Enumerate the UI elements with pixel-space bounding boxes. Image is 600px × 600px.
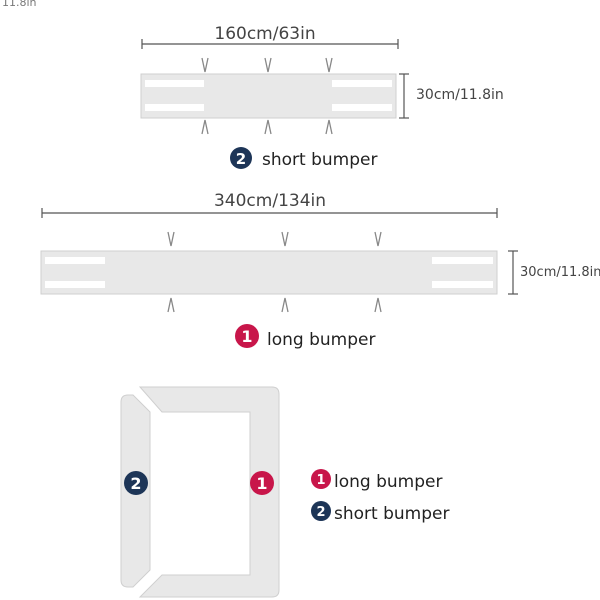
long-bumper-strip [432,281,493,288]
short-bumper-drawing: 160cm/63in 30cm/11.8in [140,24,504,135]
long-bumper-bottom-ties [167,297,382,313]
legend-short-badge-number: 2 [316,505,325,520]
short-bumper-height-label: 30cm/11.8in [416,87,504,103]
long-bumper-drawing: 340cm/134in 30cm/11.8in [40,191,600,313]
long-bumper-width-label: 340cm/134in [214,191,326,211]
long-bumper-strip [45,281,105,288]
short-bumper-width-dimension: 160cm/63in [141,24,399,49]
legend-short-label: short bumper [334,504,449,524]
legend-long-badge-number: 1 [316,473,325,488]
short-bumper-badge [230,147,252,169]
short-bumper-strip [332,104,392,111]
long-bumper-height-label: 30cm/11.8in [520,265,600,280]
short-bumper-strip [332,80,392,87]
legend-short-badge [311,501,331,521]
legend-long-badge [311,469,331,489]
short-bumper-top-ties [201,57,333,73]
long-bumper-strip [45,257,105,264]
short-bumper-caption: 2 short bumper [230,147,377,170]
long-bumper-caption: 1 long bumper [235,324,375,350]
layout-long-bumper-badge-number: 1 [256,474,267,493]
long-bumper-pad [40,250,498,295]
layout-short-bumper-badge-number: 2 [130,474,141,493]
bed-layout-diagram: 2 1 [120,386,280,598]
short-bumper-height-dimension: 30cm/11.8in [399,73,504,119]
corner-text-fragment: 11.8in [2,0,37,9]
long-bumper-top-ties [167,231,382,247]
short-bumper-width-label: 160cm/63in [214,24,315,44]
layout-long-bumper [138,386,280,598]
long-bumper-name: long bumper [267,330,375,350]
long-bumper-strip [432,257,493,264]
long-bumper-badge [235,324,259,348]
long-bumper-badge-number: 1 [241,327,252,346]
legend: 1 long bumper 2 short bumper [311,469,449,524]
layout-long-bumper-badge [250,471,274,495]
long-bumper-height-dimension: 30cm/11.8in [508,250,600,295]
short-bumper-badge-number: 2 [236,150,246,168]
layout-short-bumper-badge [124,471,148,495]
short-bumper-strip [145,104,204,111]
short-bumper-name: short bumper [262,150,377,170]
long-bumper-width-dimension: 340cm/134in [41,191,498,218]
legend-item-long-bumper: 1 long bumper [311,469,442,492]
short-bumper-bottom-ties [201,119,333,135]
short-bumper-strip [145,80,204,87]
legend-item-short-bumper: 2 short bumper [311,501,449,524]
legend-long-label: long bumper [334,472,442,492]
